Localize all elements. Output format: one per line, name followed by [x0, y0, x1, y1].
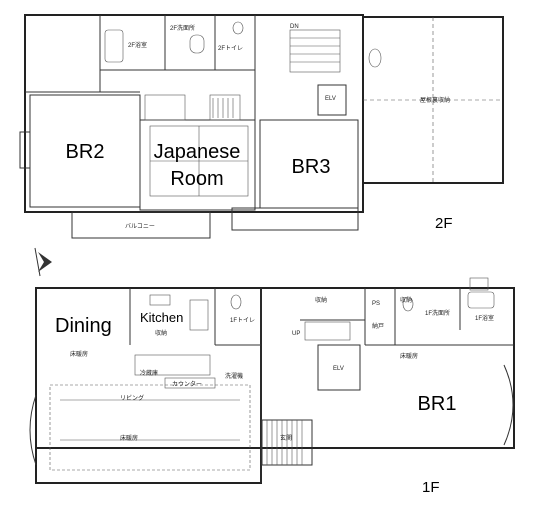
label-1f-elv: ELV — [333, 366, 344, 372]
label-1f-ps: PS — [372, 301, 380, 307]
north-arrow-icon — [34, 247, 52, 277]
room-label-br3: BR3 — [292, 156, 331, 178]
label-2f-elv: ELV — [325, 96, 336, 102]
label-entrance: 玄関 — [280, 434, 292, 442]
label-laundry: 洗濯機 — [225, 372, 243, 380]
room-label-br2: BR2 — [66, 141, 105, 163]
label-attic: 屋根裏収納 — [420, 96, 450, 104]
label-1f-up: UP — [292, 331, 300, 337]
label-1f-storage-b: 収納 — [400, 296, 412, 304]
label-1f-wc: 1Fトイレ — [230, 318, 255, 324]
label-1f-closet: 納戸 — [372, 322, 384, 330]
first-floor-plan: Dining Kitchen BR1 1F 収納 収納 収納 1Fトイレ UP … — [29, 277, 515, 496]
room-label-japanese: Japanese — [154, 141, 241, 163]
label-balcony: バルコニー — [125, 223, 155, 230]
label-1f-storage-a: 収納 — [315, 296, 327, 304]
label-floor-heat-b: 床暖房 — [400, 352, 418, 360]
label-fridge: 冷蔵庫 — [140, 369, 158, 377]
label-living: リビング — [120, 394, 144, 402]
label-floor-heat-c: 床暖房 — [120, 434, 138, 442]
room-label-dining: Dining — [55, 315, 112, 337]
room-label-br1: BR1 — [418, 393, 457, 415]
label-2f-bath: 2F浴室 — [128, 41, 147, 49]
label-counter: カウンター — [172, 380, 202, 388]
label-2f-washroom: 2F洗面所 — [170, 24, 195, 32]
room-label-kitchen: Kitchen — [140, 310, 183, 325]
second-floor-plan: BR2 Japanese Room BR3 2F 2Fトイレ 2F洗面所 2F浴… — [19, 14, 504, 239]
room-label-japanese-room: Room — [170, 168, 223, 190]
label-1f-washroom: 1F洗面所 — [425, 309, 450, 317]
label-1f-bath: 1F浴室 — [475, 314, 494, 322]
floor-label-2f: 2F — [435, 215, 453, 232]
label-1f-storage-c: 収納 — [155, 329, 167, 337]
label-2f-dn: DN — [290, 24, 299, 30]
label-floor-heat-a: 床暖房 — [70, 350, 88, 358]
label-2f-wc: 2Fトイレ — [218, 46, 243, 52]
floor-label-1f: 1F — [422, 479, 440, 496]
